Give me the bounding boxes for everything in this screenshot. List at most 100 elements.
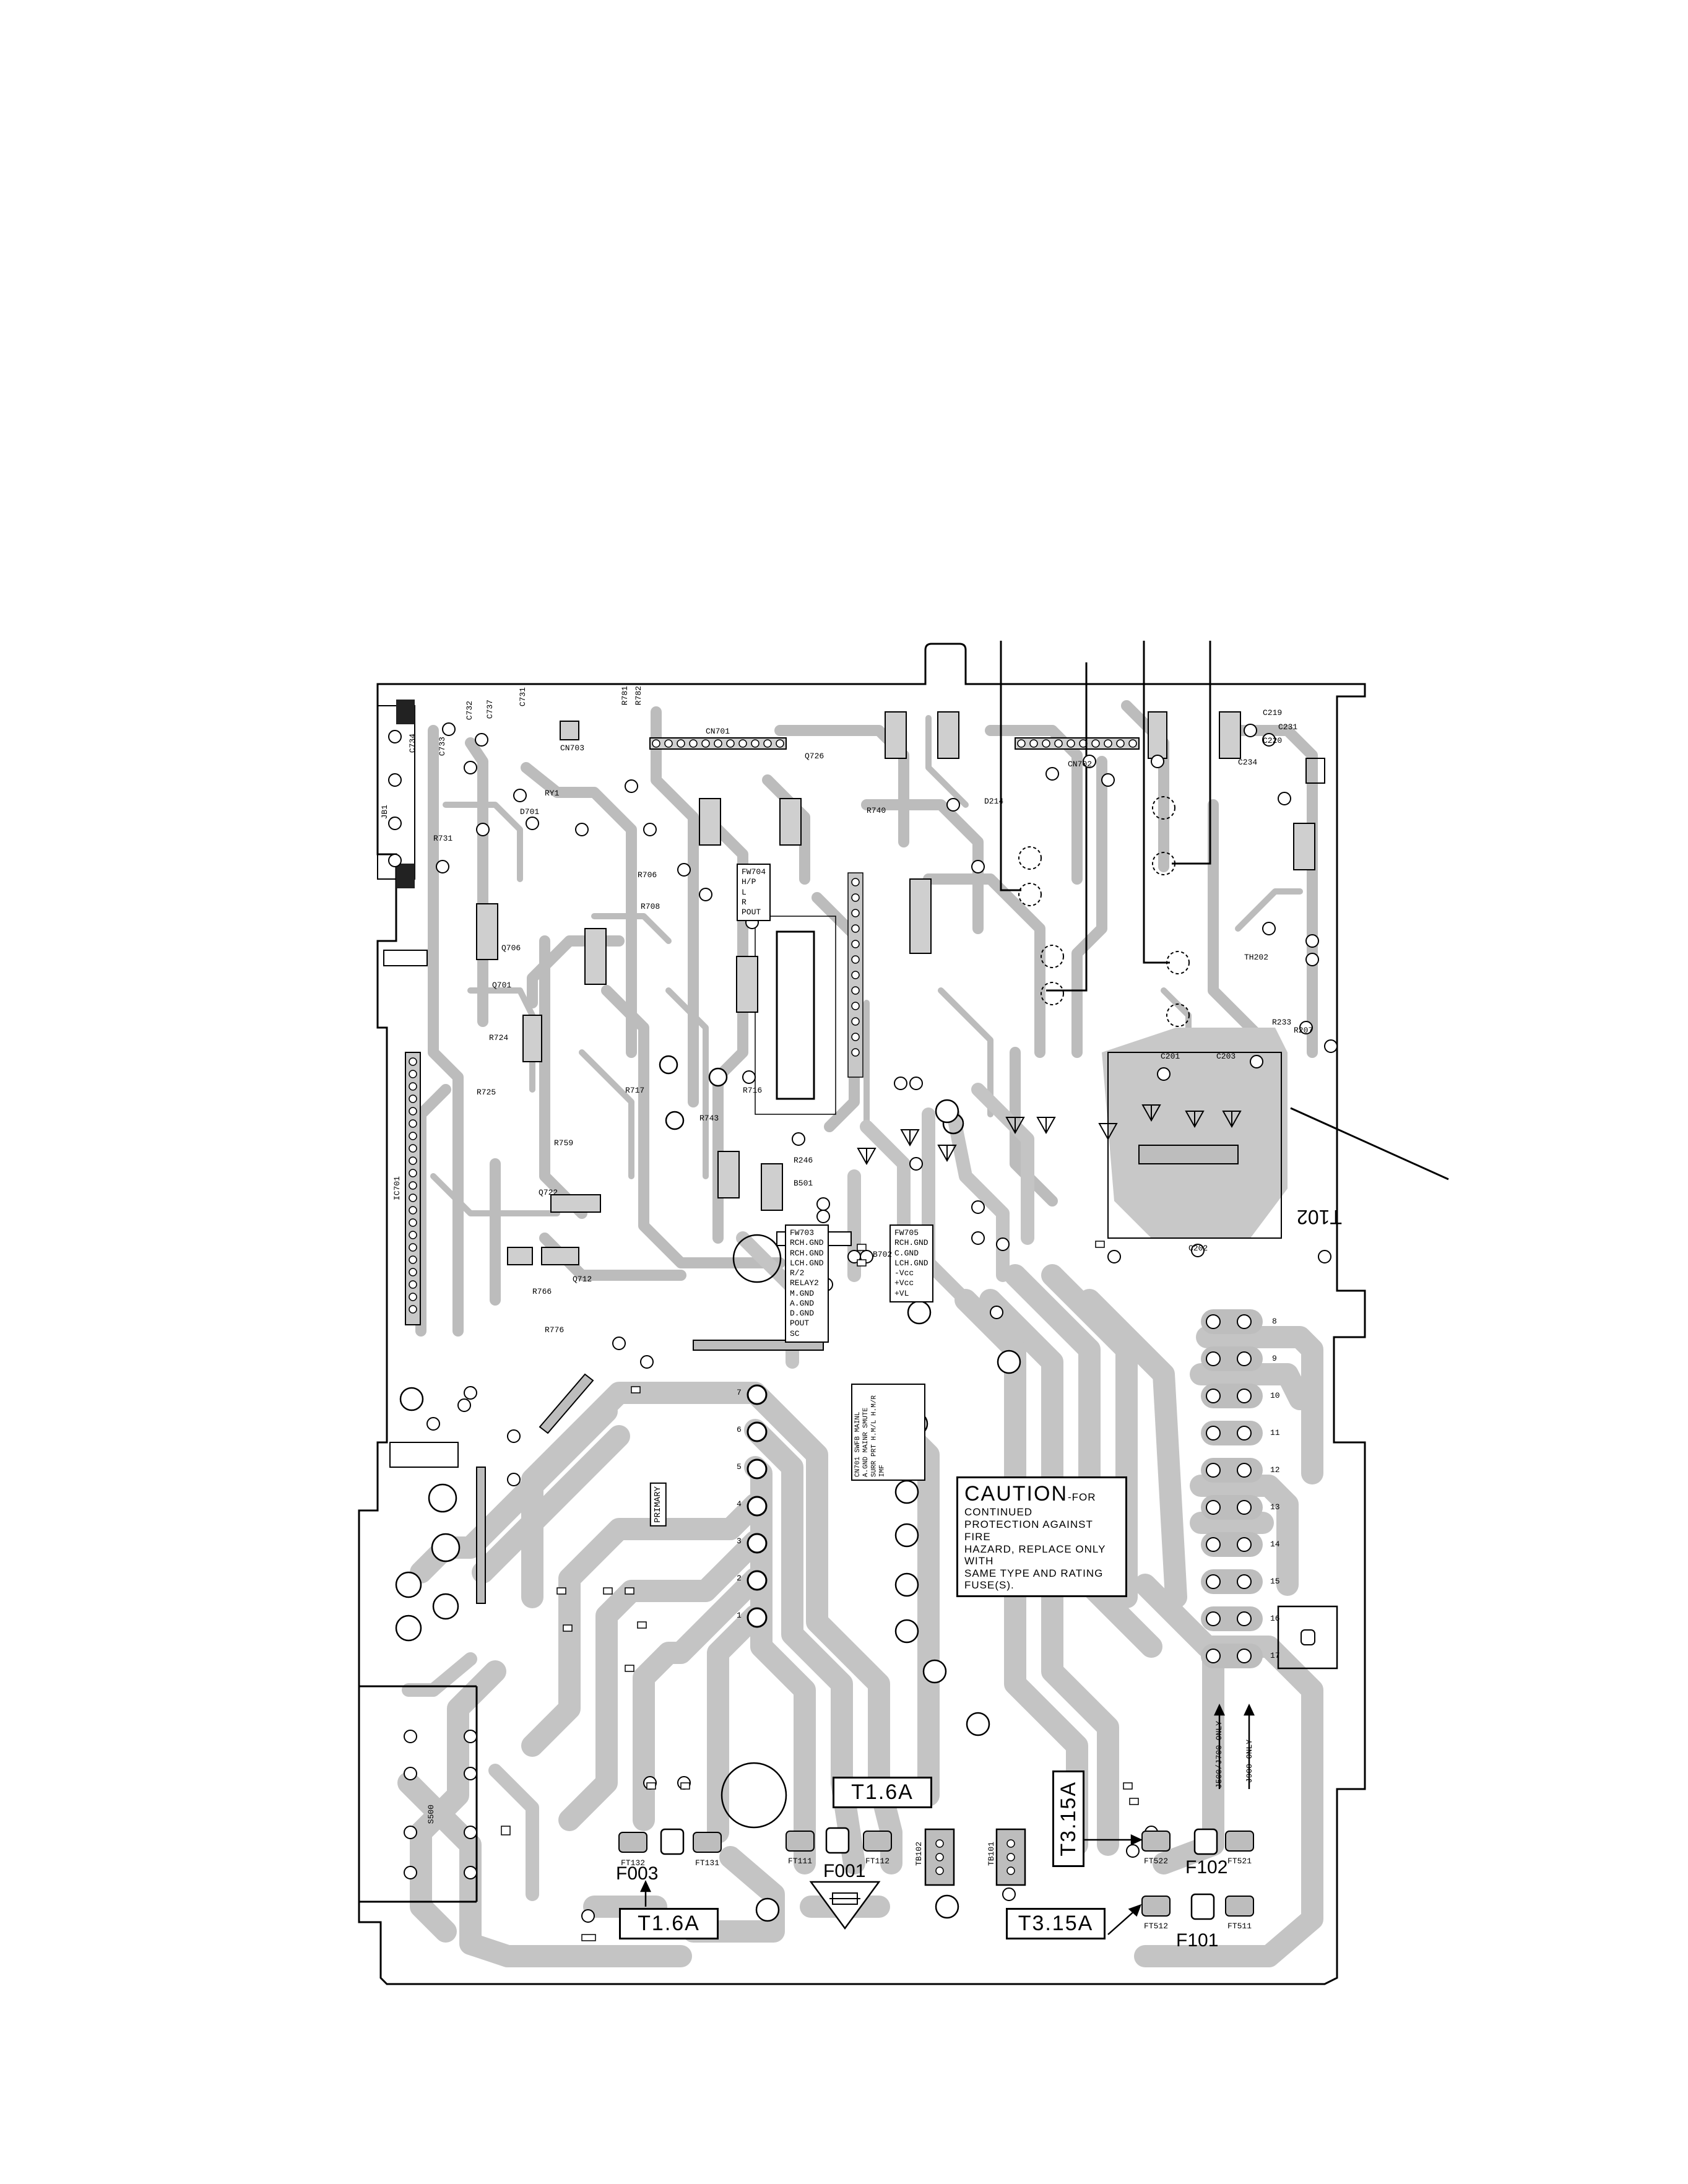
terminal-number: 10 [1270, 1391, 1280, 1400]
part-label: B501 [794, 1179, 813, 1188]
part-label: C737 [485, 700, 495, 719]
part-label: C220 [1263, 736, 1283, 745]
fuse-rating-box-t315a-bottom: T3.15A [1006, 1908, 1106, 1939]
part-label: C731 [518, 687, 527, 707]
fw703-row: D.GND [790, 1309, 815, 1318]
part-label: R717 [625, 1086, 645, 1095]
terminal-number: 12 [1270, 1465, 1280, 1475]
part-label: TH202 [1244, 953, 1269, 962]
fw703-row: POUT [790, 1319, 810, 1328]
part-label: C734 [408, 734, 417, 753]
caution-line-5: FUSE(S). [964, 1579, 1015, 1592]
part-label: Q722 [539, 1188, 558, 1197]
caution-line-2: PROTECTION AGAINST FIRE [964, 1519, 1093, 1543]
board-outline [358, 643, 1366, 1985]
ic-label-ic701: IC701 [392, 1176, 402, 1201]
connector-label-cn701: CN701 [706, 727, 730, 736]
fw704-row: R [742, 897, 747, 907]
part-label: C219 [1263, 708, 1283, 717]
fuse-rating-t315a-vertical-text: T3.15A [1056, 1781, 1080, 1857]
fw703-row: RCH.GND [790, 1238, 824, 1248]
part-label: R759 [554, 1138, 574, 1148]
terminal-number: 9 [1272, 1354, 1277, 1363]
primary-pin-number: 3 [737, 1536, 742, 1546]
part-label: R743 [699, 1114, 719, 1123]
fw705-title: FW705 [894, 1228, 919, 1237]
fuse-rating-t16a-top-text: T1.6A [851, 1780, 914, 1804]
fw705-row: LCH.GND [894, 1258, 928, 1268]
cn701-signal-legend: CN701 SWFB MAINL A.GND MAINR SMUTE SURR … [851, 1384, 925, 1481]
part-label: R725 [477, 1088, 496, 1097]
caution-notice: CAUTION-FOR CONTINUED PROTECTION AGAINST… [956, 1476, 1127, 1597]
primary-pin-number: 5 [737, 1462, 742, 1471]
fw705-row: C.GND [894, 1248, 919, 1258]
fw705-connector-legend: FW705 RCH.GND C.GND LCH.GND -Vcc +Vcc +V… [889, 1224, 933, 1302]
jumper-note-j900: J900 ONLY [1245, 1740, 1254, 1783]
transformer-label-t102: T102 [1297, 1206, 1342, 1228]
primary-pin-number: 4 [737, 1499, 742, 1509]
fw705-row: +VL [894, 1288, 909, 1298]
fw703-row: RCH.GND [790, 1248, 824, 1258]
terminal-number: 14 [1270, 1540, 1280, 1549]
fw704-row: POUT [742, 908, 761, 917]
part-label: R724 [489, 1033, 509, 1042]
fw703-connector-legend: FW703 RCH.GND RCH.GND LCH.GND R/2 RELAY2… [785, 1224, 829, 1343]
part-label: C201 [1161, 1052, 1180, 1061]
fuse-terminal-ft131: FT131 [695, 1858, 720, 1868]
jumper-note-j500-j700: J500/J700 ONLY [1214, 1721, 1224, 1789]
connector-label-cn702: CN702 [1068, 760, 1093, 769]
terminal-number: 15 [1270, 1577, 1280, 1586]
fuse-terminal-ft112: FT112 [865, 1857, 890, 1866]
terminal-number: 16 [1270, 1614, 1280, 1623]
connector-label-jb1: JB1 [380, 805, 389, 820]
relay-label-ry1: RY1 [545, 789, 560, 798]
part-label: Q706 [501, 943, 521, 953]
fuse-terminal-ft132: FT132 [621, 1858, 646, 1868]
caution-title: CAUTION [964, 1482, 1068, 1506]
part-label: R781 [620, 686, 630, 706]
primary-label: PRIMARY [650, 1483, 667, 1527]
fuse-rating-t315a-bottom-text: T3.15A [1018, 1912, 1094, 1935]
part-label: R708 [641, 902, 660, 911]
part-label: C733 [438, 737, 447, 756]
fuse-terminal-ft521: FT521 [1227, 1857, 1252, 1866]
caution-line-1: -FOR CONTINUED [964, 1491, 1096, 1519]
fuse-rating-box-t315a-vertical: T3.15A [1052, 1770, 1084, 1867]
fw704-row: H/P [742, 877, 756, 887]
part-label: Q701 [492, 981, 512, 990]
part-label: R766 [532, 1287, 552, 1296]
part-label: D701 [520, 807, 540, 817]
part-label: B702 [873, 1250, 893, 1259]
fuse-terminal-ft511: FT511 [1227, 1922, 1252, 1931]
part-label: R706 [638, 870, 657, 880]
part-label: R776 [545, 1325, 565, 1335]
fw704-connector-legend: FW704 H/P L R POUT [737, 864, 771, 922]
fw703-title: FW703 [790, 1228, 815, 1237]
primary-pin-number: 1 [737, 1611, 742, 1620]
connector-label-cn703: CN703 [560, 743, 585, 753]
part-label: C732 [465, 701, 474, 721]
part-label: R782 [634, 686, 643, 706]
fw703-row: RELAY2 [790, 1278, 819, 1288]
terminal-number: 17 [1270, 1651, 1280, 1660]
fw704-row: L [742, 887, 747, 897]
part-label: C202 [1188, 1244, 1208, 1253]
part-label: R246 [794, 1156, 813, 1165]
fw703-row: A.GND [790, 1298, 815, 1308]
fw703-row: SC [790, 1328, 800, 1338]
part-label: Q712 [573, 1275, 592, 1284]
part-label: C231 [1278, 722, 1298, 732]
part-label: Q726 [805, 752, 825, 761]
part-label: D214 [984, 797, 1004, 806]
part-label: R207 [1294, 1026, 1314, 1035]
fuse-terminal-ft522: FT522 [1144, 1857, 1169, 1866]
fw703-row: LCH.GND [790, 1258, 824, 1268]
fuse-rating-t16a-bottom-text: T1.6A [638, 1912, 700, 1935]
fw705-row: RCH.GND [894, 1238, 928, 1248]
fw704-title: FW704 [742, 867, 766, 877]
fuse-rating-box-t16a-top: T1.6A [833, 1777, 932, 1808]
caution-line-4: SAME TYPE AND RATING [964, 1567, 1104, 1579]
terminal-number: 13 [1270, 1502, 1280, 1512]
fuse-rating-box-t16a-bottom: T1.6A [619, 1908, 719, 1939]
fw705-row: +Vcc [894, 1278, 914, 1288]
